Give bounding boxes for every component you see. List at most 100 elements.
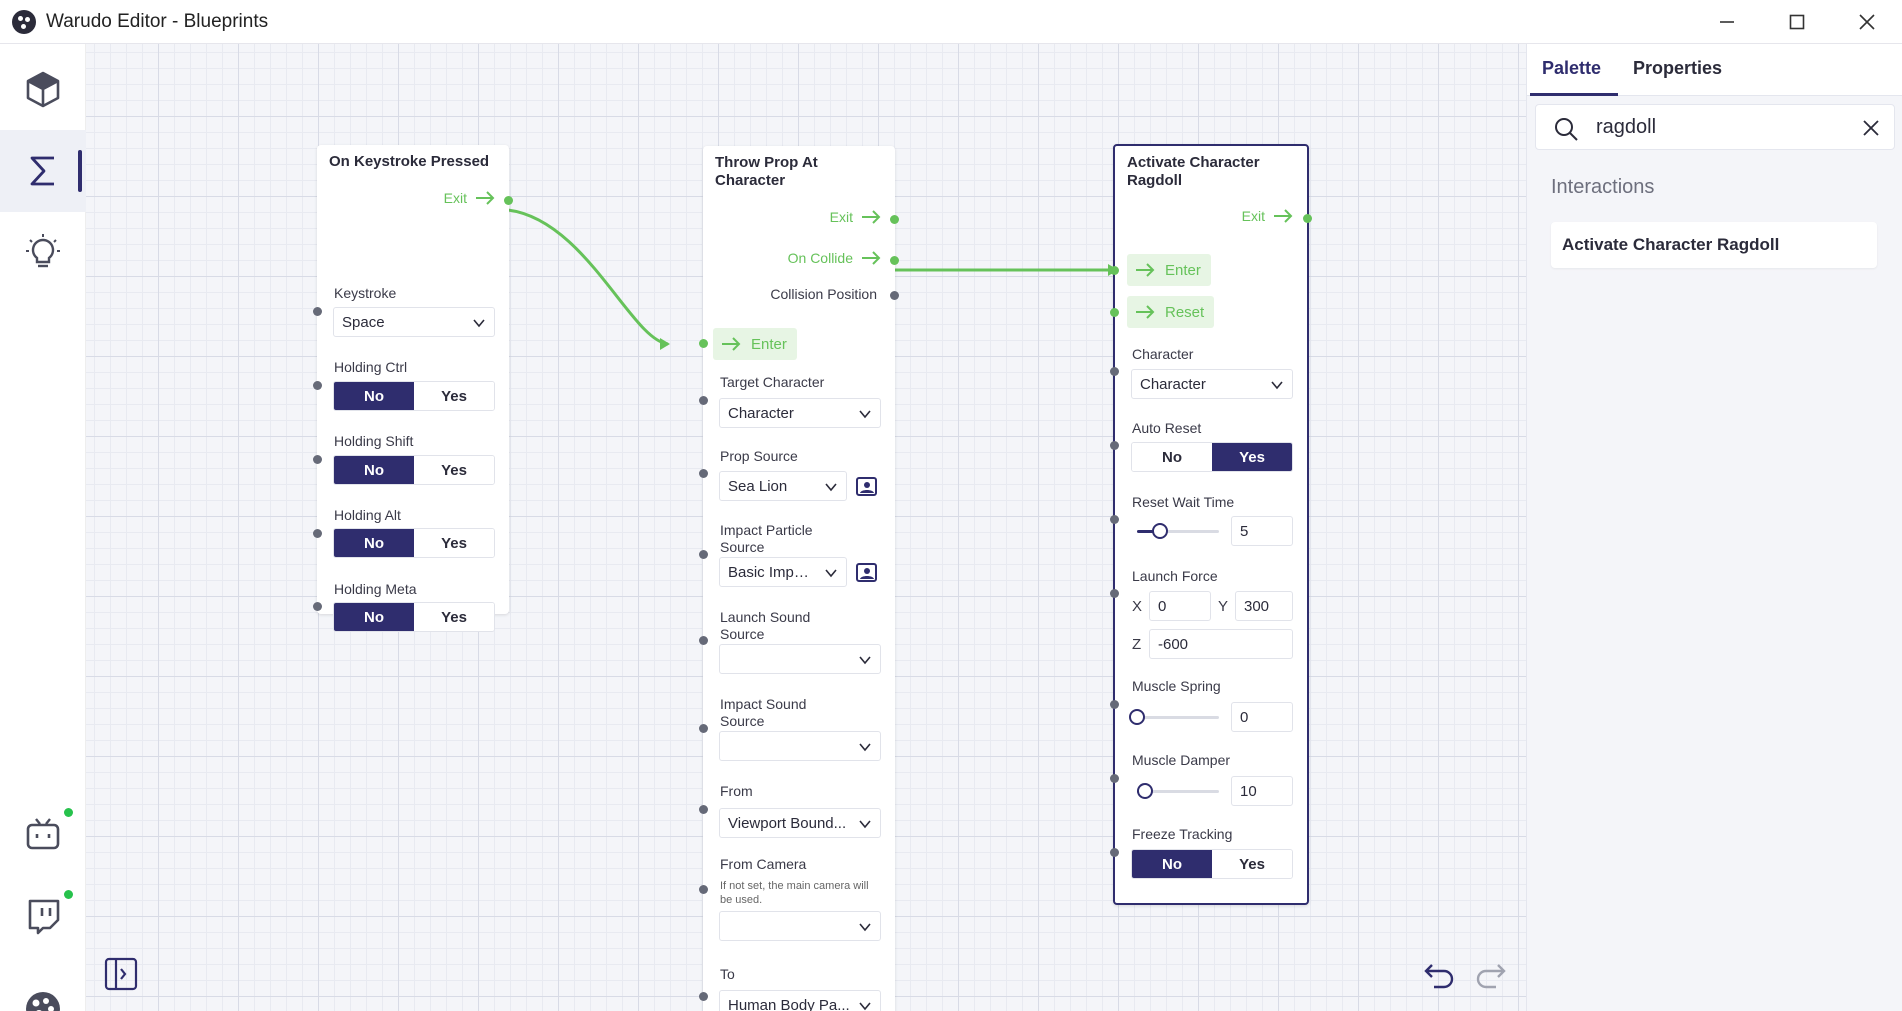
- node-activate-character-ragdoll[interactable]: Activate Character Ragdoll Exit Enter Re…: [1110, 144, 1312, 905]
- impact-sound-select[interactable]: [719, 731, 881, 761]
- keystroke-label: Keystroke: [334, 285, 397, 301]
- from-camera-port[interactable]: [699, 885, 708, 894]
- tab-properties[interactable]: Properties: [1633, 58, 1723, 78]
- node-throw-prop-at-character[interactable]: Throw Prop At Character Exit On Collide …: [699, 146, 899, 1011]
- freeze-tracking-no-button[interactable]: No: [1132, 850, 1212, 878]
- minimize-button[interactable]: [1692, 0, 1762, 44]
- undo-icon[interactable]: [1422, 955, 1456, 989]
- tab-palette[interactable]: Palette: [1542, 58, 1602, 78]
- freeze-tracking-yes-button[interactable]: Yes: [1212, 850, 1292, 878]
- reset-wait-time-slider[interactable]: [1137, 523, 1219, 539]
- to-port[interactable]: [699, 992, 708, 1001]
- launch-sound-select[interactable]: [719, 644, 881, 674]
- arrow-right-icon: [1136, 263, 1155, 277]
- from-select[interactable]: Viewport Bound...: [719, 808, 881, 838]
- redo-icon[interactable]: [1474, 955, 1508, 989]
- prop-source-value: Sea Lion: [728, 477, 788, 495]
- from-camera-select[interactable]: [719, 911, 881, 941]
- exit-port[interactable]: [504, 196, 513, 205]
- toggle-sidebar-icon[interactable]: [104, 957, 138, 991]
- asset-picker-icon[interactable]: [855, 474, 879, 498]
- rail-item-bilibili[interactable]: [0, 794, 86, 876]
- prop-source-select[interactable]: Sea Lion: [719, 471, 847, 501]
- rail-item-scene[interactable]: [0, 48, 86, 130]
- clear-search-icon[interactable]: [1862, 119, 1880, 137]
- from-camera-note: If not set, the main camera will be used…: [720, 880, 869, 906]
- reset-port[interactable]: [1110, 308, 1119, 317]
- rail-item-tips[interactable]: [0, 212, 86, 294]
- holding-meta-label: Holding Meta: [334, 581, 417, 597]
- palette-item-activate-character-ragdoll[interactable]: Activate Character Ragdoll: [1551, 222, 1877, 268]
- muscle-spring-slider[interactable]: [1129, 709, 1219, 725]
- target-character-value: Character: [728, 404, 794, 422]
- reset-wait-time-port[interactable]: [1110, 515, 1119, 524]
- holding-alt-no-button[interactable]: No: [334, 529, 414, 557]
- impact-particle-port[interactable]: [699, 550, 708, 559]
- close-window-button[interactable]: [1832, 0, 1902, 44]
- character-select[interactable]: Character: [1131, 369, 1293, 399]
- from-port[interactable]: [699, 805, 708, 814]
- blueprint-canvas[interactable]: On Keystroke Pressed Exit Keystroke Spac…: [86, 44, 1526, 1011]
- launch-force-port[interactable]: [1110, 589, 1119, 598]
- enter-port[interactable]: [1110, 266, 1119, 275]
- muscle-damper-port[interactable]: [1110, 774, 1119, 783]
- node-on-keystroke-pressed[interactable]: On Keystroke Pressed Exit Keystroke Spac…: [313, 145, 513, 632]
- keystroke-port[interactable]: [313, 307, 322, 316]
- freeze-tracking-port[interactable]: [1110, 848, 1119, 857]
- collision-position-port[interactable]: [890, 291, 899, 300]
- target-character-port[interactable]: [699, 396, 708, 405]
- exit-output: Exit: [444, 190, 495, 206]
- holding-shift-no-button[interactable]: No: [334, 456, 414, 484]
- target-character-select[interactable]: Character: [719, 398, 881, 428]
- arrow-right-icon: [1274, 209, 1293, 223]
- launch-force-z-input[interactable]: -600: [1149, 629, 1293, 659]
- rail-item-account[interactable]: [0, 968, 86, 1011]
- character-port[interactable]: [1110, 367, 1119, 376]
- prop-source-port[interactable]: [699, 469, 708, 478]
- rail-item-twitch[interactable]: [0, 876, 86, 958]
- keystroke-select[interactable]: Space: [333, 307, 495, 337]
- holding-meta-port[interactable]: [313, 602, 322, 611]
- launch-force-y-label: Y: [1218, 598, 1229, 615]
- reset-wait-time-input[interactable]: 5: [1231, 516, 1293, 546]
- to-select[interactable]: Human Body Pa...: [719, 990, 881, 1011]
- rail-item-blueprints[interactable]: [0, 130, 86, 212]
- exit-port[interactable]: [1303, 214, 1312, 223]
- reset-wait-time-slider-thumb[interactable]: [1151, 523, 1168, 539]
- window-controls: [1692, 0, 1902, 44]
- holding-meta-no-button[interactable]: No: [334, 603, 414, 631]
- holding-shift-port[interactable]: [313, 455, 322, 464]
- holding-alt-yes-button[interactable]: Yes: [414, 529, 494, 557]
- launch-force-x-input[interactable]: 0: [1149, 591, 1211, 621]
- auto-reset-no-button[interactable]: No: [1132, 443, 1212, 471]
- on-collide-port[interactable]: [890, 256, 899, 265]
- muscle-spring-slider-thumb[interactable]: [1129, 709, 1145, 725]
- holding-ctrl-port[interactable]: [313, 381, 322, 390]
- holding-ctrl-yes-button[interactable]: Yes: [414, 382, 494, 410]
- muscle-spring-port[interactable]: [1110, 700, 1119, 709]
- muscle-damper-input[interactable]: 10: [1231, 776, 1293, 806]
- search-input[interactable]: ragdoll: [1535, 104, 1895, 150]
- maximize-button[interactable]: [1762, 0, 1832, 44]
- enter-port[interactable]: [699, 339, 708, 348]
- auto-reset-yes-button[interactable]: Yes: [1212, 443, 1292, 471]
- holding-ctrl-no-button[interactable]: No: [334, 382, 414, 410]
- muscle-damper-slider[interactable]: [1137, 783, 1219, 799]
- launch-sound-port[interactable]: [699, 636, 708, 645]
- launch-force-y-input[interactable]: 300: [1235, 591, 1293, 621]
- chevron-down-icon: [859, 923, 871, 932]
- enter-label: Enter: [751, 335, 787, 353]
- cube-icon: [26, 71, 60, 108]
- asset-picker-icon[interactable]: [855, 560, 879, 584]
- holding-meta-yes-button[interactable]: Yes: [414, 603, 494, 631]
- muscle-damper-label: Muscle Damper: [1132, 752, 1231, 768]
- impact-sound-port[interactable]: [699, 724, 708, 733]
- holding-shift-yes-button[interactable]: Yes: [414, 456, 494, 484]
- muscle-spring-input[interactable]: 0: [1231, 702, 1293, 732]
- impact-particle-select[interactable]: Basic Impac...: [719, 557, 847, 587]
- muscle-damper-slider-thumb[interactable]: [1137, 783, 1154, 799]
- auto-reset-port[interactable]: [1110, 441, 1119, 450]
- holding-shift-label: Holding Shift: [334, 433, 414, 449]
- exit-port[interactable]: [890, 215, 899, 224]
- holding-alt-port[interactable]: [313, 529, 322, 538]
